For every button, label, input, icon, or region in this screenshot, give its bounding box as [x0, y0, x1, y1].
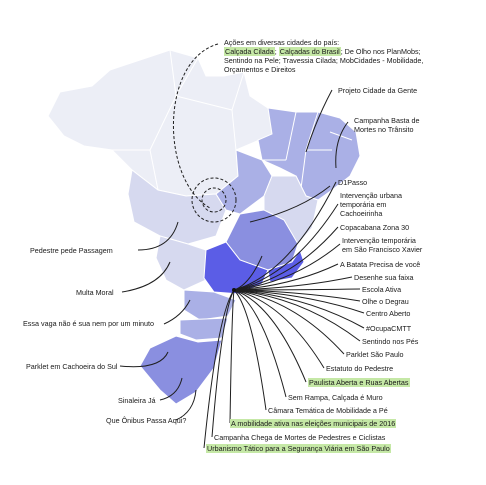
label-sentindo: Sentindo nos Pés — [362, 337, 419, 346]
label-copacabana: Copacabana Zona 30 — [340, 223, 410, 232]
dashed-circle-outer — [191, 177, 237, 223]
leader-estatuto — [233, 289, 325, 369]
label-vaga: Essa vaga não é sua nem por um minuto — [23, 319, 155, 328]
label-estatuto: Estatuto do Pedestre — [326, 364, 394, 373]
leader-interv2 — [233, 243, 341, 291]
leader-mobilidade-2016 — [229, 289, 235, 424]
leader-multa — [121, 261, 171, 293]
label-interv1-c: Cachoeirinha — [340, 209, 383, 218]
national-line3: Sentindo na Pele; Travessia Cilada; MobC… — [224, 56, 424, 65]
leader-paulista — [233, 289, 307, 383]
label-paulista: Paulista Aberta e Ruas Abertas — [308, 378, 410, 387]
label-national-actions: Ações em diversas cidades do país: Calça… — [224, 38, 423, 74]
label-centro: Centro Aberto — [366, 309, 411, 318]
dashed-leader-national — [173, 43, 219, 209]
leader-parklet-sp — [233, 289, 345, 355]
label-ocupa: #OcupaCMTT — [366, 324, 412, 333]
label-basta-line1: Campanha Basta de — [354, 116, 420, 125]
highlight-calcada-cilada: Calçada Cilada — [224, 47, 275, 56]
national-line2: Calçada Cilada; Calçadas do Brasil; De O… — [224, 47, 423, 56]
region-sao-paulo — [203, 241, 269, 295]
leader-batata — [233, 263, 339, 291]
national-line4: Orçamentos e Direitos — [224, 65, 296, 74]
leader-sinaleira — [159, 377, 183, 401]
label-sinaleira: Sinaleira Já — [118, 396, 156, 405]
leader-copacabana — [233, 226, 339, 291]
leader-minas — [233, 255, 263, 291]
label-camara: Câmara Temática de Mobilidade a Pé — [268, 406, 388, 415]
label-multa: Multa Moral — [76, 288, 114, 297]
label-urbanismo: Urbanismo Tático para a Segurança Viária… — [206, 444, 391, 453]
leader-escola — [233, 288, 361, 291]
leader-sem-rampa — [233, 289, 287, 398]
region-northeast-borders — [262, 111, 353, 197]
region-north-borders — [112, 49, 245, 191]
highlight-urbanismo: Urbanismo Tático para a Segurança Viária… — [206, 444, 391, 453]
label-parklet-cs: Parklet em Cachoeira do Sul — [26, 362, 118, 371]
label-batata: A Batata Precisa de você — [340, 260, 421, 269]
leader-centro — [233, 289, 365, 314]
label-cidade-da-gente: Projeto Cidade da Gente — [338, 86, 418, 95]
sao-paulo-hub — [232, 288, 236, 292]
label-d1passo: D1Passo — [338, 178, 368, 187]
leader-vaga — [163, 299, 191, 325]
label-interv1-a: Intervenção urbana — [340, 191, 402, 200]
leader-parklet-cs — [119, 351, 169, 368]
leader-pedestre — [137, 221, 179, 251]
leader-camara — [233, 289, 267, 411]
leader-interv1 — [233, 203, 339, 291]
dashed-circle-inner — [201, 187, 227, 213]
label-pedestre: Pedestre pede Passagem — [30, 246, 113, 255]
leader-basta — [335, 121, 349, 169]
highlight-calcadas-brasil: Calçadas do Brasil — [278, 47, 341, 56]
label-olhe: Olhe o Degrau — [362, 297, 409, 306]
region-santa-catarina — [179, 317, 229, 341]
region-mato-grosso — [127, 169, 227, 245]
label-onibus: Que Ônibus Passa Aqui? — [106, 416, 187, 425]
leader-urbanismo — [203, 289, 235, 449]
label-interv2-b: em São Francisco Xavier — [342, 245, 423, 254]
leader-goias-extra — [249, 185, 331, 223]
label-chega: Campanha Chega de Mortes de Pedestres e … — [214, 433, 386, 442]
leader-cidade-gente — [305, 89, 333, 153]
leader-d1passo — [233, 181, 337, 291]
leader-ocupa — [233, 289, 365, 329]
highlight-paulista: Paulista Aberta e Ruas Abertas — [308, 378, 410, 387]
national-sep: ; — [274, 47, 279, 56]
region-ms — [155, 235, 207, 291]
leaders-sao-paulo-group — [203, 181, 365, 449]
label-basta-line2: Mortes no Trânsito — [354, 125, 414, 134]
label-escola: Escola Ativa — [362, 285, 402, 294]
leader-sentindo — [233, 289, 361, 342]
national-line1: Ações em diversas cidades do país: — [224, 38, 340, 47]
label-interv1-b: temporária em — [340, 200, 387, 209]
label-desenhe: Desenhe sua faixa — [354, 273, 414, 282]
national-rest: ; De Olho nos PlanMobs; — [340, 47, 421, 56]
region-northeast — [257, 107, 361, 201]
label-interv2-a: Intervenção temporária — [342, 236, 416, 245]
label-sem-rampa: Sem Rampa, Calçada é Muro — [288, 393, 383, 402]
label-parklet-sp: Parklet São Paulo — [346, 350, 404, 359]
region-rio-grande-do-sul — [139, 335, 223, 405]
label-mobilidade-2016: A mobilidade ativa nas eleições municipa… — [230, 419, 397, 428]
leader-onibus — [175, 389, 197, 421]
leader-chega — [211, 289, 235, 438]
highlight-mobilidade-2016: A mobilidade ativa nas eleições municipa… — [230, 419, 397, 428]
